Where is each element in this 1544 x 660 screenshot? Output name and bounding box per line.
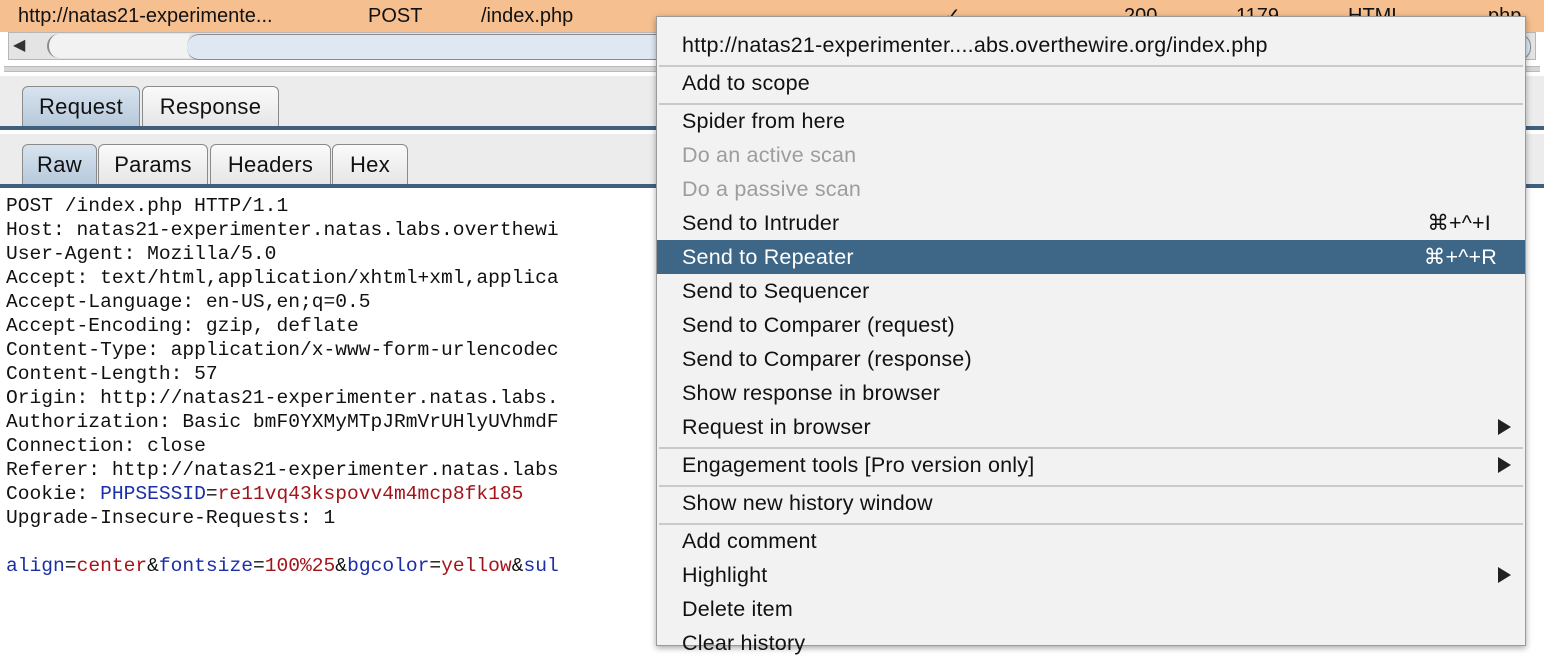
menu-item-engagement-tools[interactable]: Engagement tools [Pro version only] — [657, 448, 1525, 482]
menu-item-comparer-response[interactable]: Send to Comparer (response) — [682, 347, 972, 371]
menu-separator — [659, 485, 1523, 487]
menu-item-send-to-repeater[interactable]: Send to Repeater ⌘+^+R — [657, 240, 1525, 274]
menu-item-add-to-scope[interactable]: Add to scope — [682, 71, 810, 95]
menu-separator — [659, 103, 1523, 105]
scroll-left-arrow-icon[interactable]: ◀ — [13, 37, 26, 54]
submenu-arrow-icon — [1498, 419, 1511, 435]
menu-item-url: http://natas21-experimenter....abs.overt… — [682, 33, 1268, 57]
menu-item-send-to-intruder[interactable]: Send to Intruder ⌘+^+I — [657, 206, 1525, 240]
menu-item-label: Send to Repeater — [682, 245, 854, 269]
header-cookie: Cookie: PHPSESSID=re11vq43kspovv4m4mcp8f… — [6, 483, 524, 505]
menu-separator — [659, 523, 1523, 525]
menu-item-label: Engagement tools [Pro version only] — [682, 453, 1035, 477]
header-accept: Accept: text/html,application/xhtml+xml,… — [6, 267, 559, 289]
menu-item-add-comment[interactable]: Add comment — [682, 529, 817, 553]
tab-params[interactable]: Params — [98, 144, 208, 184]
request-body: align=center&fontsize=100%25&bgcolor=yel… — [6, 555, 559, 577]
menu-item-label: Request in browser — [682, 415, 871, 439]
menu-separator — [659, 65, 1523, 67]
menu-item-show-new-history-window[interactable]: Show new history window — [682, 491, 933, 515]
history-url: http://natas21-experimente... — [18, 5, 273, 27]
header-connection: Connection: close — [6, 435, 206, 457]
menu-item-active-scan: Do an active scan — [682, 143, 857, 167]
cookie-value: re11vq43kspovv4m4mcp8fk185 — [217, 483, 524, 505]
history-path: /index.php — [481, 5, 574, 27]
menu-item-show-response-in-browser[interactable]: Show response in browser — [682, 381, 941, 405]
menu-item-passive-scan: Do a passive scan — [682, 177, 862, 201]
header-content-type: Content-Type: application/x-www-form-url… — [6, 339, 559, 361]
menu-item-label: Send to Intruder — [682, 211, 840, 235]
menu-item-comparer-request[interactable]: Send to Comparer (request) — [682, 313, 955, 337]
header-referer: Referer: http://natas21-experimenter.nat… — [6, 459, 559, 481]
header-user-agent: User-Agent: Mozilla/5.0 — [6, 243, 277, 265]
history-method: POST — [368, 5, 423, 27]
tab-request[interactable]: Request — [22, 86, 140, 126]
menu-item-clear-history[interactable]: Clear history — [682, 631, 806, 655]
header-host: Host: natas21-experimenter.natas.labs.ov… — [6, 219, 559, 241]
tab-hex[interactable]: Hex — [332, 144, 408, 184]
menu-item-request-in-browser[interactable]: Request in browser — [657, 410, 1525, 444]
shortcut-repeater: ⌘+^+R — [1423, 245, 1497, 269]
menu-item-delete-item[interactable]: Delete item — [682, 597, 793, 621]
menu-item-highlight[interactable]: Highlight — [657, 558, 1525, 592]
header-authorization: Authorization: Basic bmF0YXMyMTpJRmVrUHl… — [6, 411, 559, 433]
menu-separator — [659, 447, 1523, 449]
context-menu: http://natas21-experimenter....abs.overt… — [656, 16, 1526, 655]
header-upgrade-insecure: Upgrade-Insecure-Requests: 1 — [6, 507, 336, 529]
tab-raw[interactable]: Raw — [22, 144, 97, 184]
header-content-length: Content-Length: 57 — [6, 363, 218, 385]
tab-headers[interactable]: Headers — [210, 144, 331, 184]
menu-item-label: Highlight — [682, 563, 768, 587]
cookie-label: Cookie: — [6, 483, 101, 505]
header-accept-encoding: Accept-Encoding: gzip, deflate — [6, 315, 359, 337]
menu-item-spider-from-here[interactable]: Spider from here — [682, 109, 846, 133]
tab-response[interactable]: Response — [142, 86, 279, 126]
cookie-name: PHPSESSID — [100, 483, 206, 505]
request-line: POST /index.php HTTP/1.1 — [6, 195, 289, 217]
shortcut-intruder: ⌘+^+I — [1427, 211, 1491, 235]
submenu-arrow-icon — [1498, 457, 1511, 473]
header-origin: Origin: http://natas21-experimenter.nata… — [6, 387, 559, 409]
submenu-arrow-icon — [1498, 567, 1511, 583]
menu-item-send-to-sequencer[interactable]: Send to Sequencer — [682, 279, 870, 303]
header-accept-language: Accept-Language: en-US,en;q=0.5 — [6, 291, 371, 313]
scrollbar-thumb[interactable] — [47, 34, 189, 58]
